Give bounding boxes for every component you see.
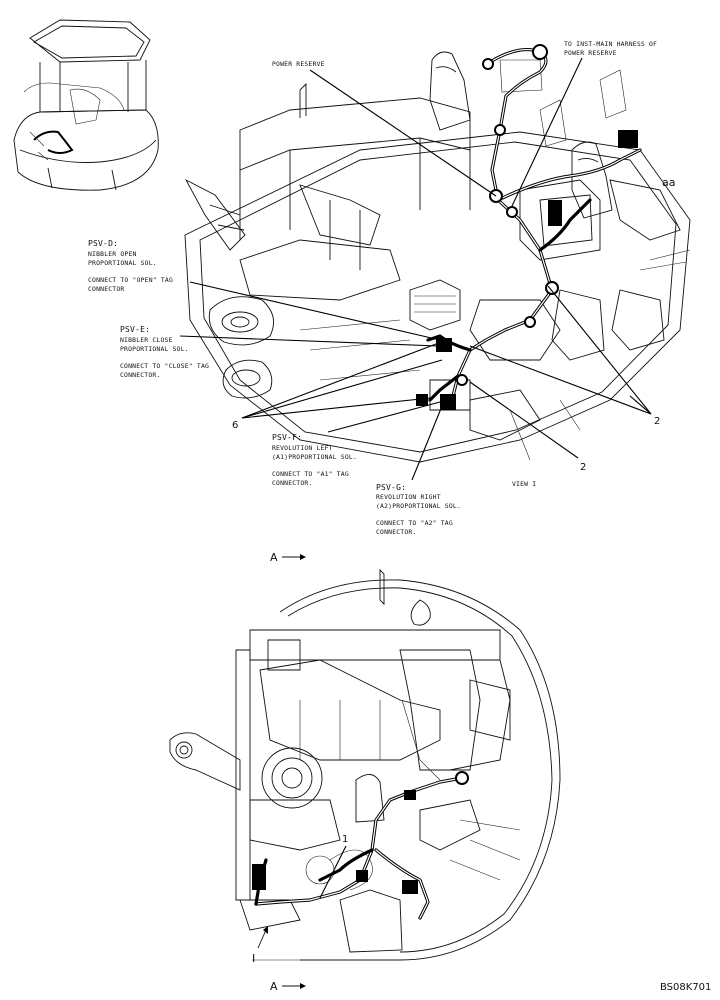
psv-d-line1: NIBBLER OPEN (88, 250, 137, 258)
part-number-1: 1 (342, 834, 348, 845)
upper-frame-drawing (184, 51, 691, 463)
upper-leader-lines (179, 57, 652, 481)
view-a-label-bottom: A (270, 980, 278, 993)
lower-wiring-harness (252, 771, 469, 920)
to-inst-main-callout-line1: TO INST-MAIN HARNESS OF (564, 40, 657, 48)
psv-e-title: PSV-E: (120, 325, 150, 334)
psv-g-title: PSV-G: (376, 483, 406, 492)
reference-code: BS08K701 (660, 982, 711, 993)
psv-g-connect2: CONNECTOR. (376, 528, 416, 536)
to-inst-main-callout-line2: POWER RESERVE (564, 49, 617, 57)
psv-f-connect1: CONNECT TO "A1" TAG (272, 470, 349, 478)
psv-f-title: PSV-F: (272, 433, 302, 442)
upper-wiring-harness (416, 44, 642, 410)
psv-d-connect1: CONNECT TO "OPEN" TAG (88, 276, 173, 284)
psv-e-connect2: CONNECTOR. (120, 371, 160, 379)
view-a-arrow-bottom (282, 983, 306, 989)
view-i-label: VIEW I (512, 480, 536, 488)
lower-plan-drawing (169, 568, 561, 961)
machine-thumbnail (13, 19, 159, 191)
psv-e-line1: NIBBLER CLOSE (120, 336, 173, 344)
psv-f-line2: (A1)PROPORTIONAL SOL. (272, 453, 357, 461)
psv-d-title: PSV-D: (88, 239, 118, 248)
view-i-arrow (257, 926, 268, 949)
part-number-6: 6 (232, 420, 238, 431)
part-number-2-lower: 2 (580, 462, 586, 473)
psv-d-line2: PROPORTIONAL SOL. (88, 259, 157, 267)
psv-f-line1: REVOLUTION LEFT (272, 444, 333, 452)
part-1-leader (319, 845, 347, 899)
psv-f-connect2: CONNECTOR. (272, 479, 312, 487)
aa-label: aa (662, 176, 675, 189)
psv-e-line2: PROPORTIONAL SOL. (120, 345, 189, 353)
power-reserve-callout: POWER RESERVE (272, 60, 325, 68)
psv-g-line2: (A2)PROPORTIONAL SOL. (376, 502, 461, 510)
view-a-label-top: A (270, 551, 278, 564)
psv-g-connect1: CONNECT TO "A2" TAG (376, 519, 453, 527)
psv-d-connect2: CONNECTOR (88, 285, 124, 293)
part-number-2-right: 2 (654, 416, 660, 427)
psv-e-connect1: CONNECT TO "CLOSE" TAG (120, 362, 209, 370)
view-a-arrow-top (282, 554, 306, 560)
view-i-mark: I (252, 952, 255, 965)
psv-g-line1: REVOLUTION RIGHT (376, 493, 441, 501)
